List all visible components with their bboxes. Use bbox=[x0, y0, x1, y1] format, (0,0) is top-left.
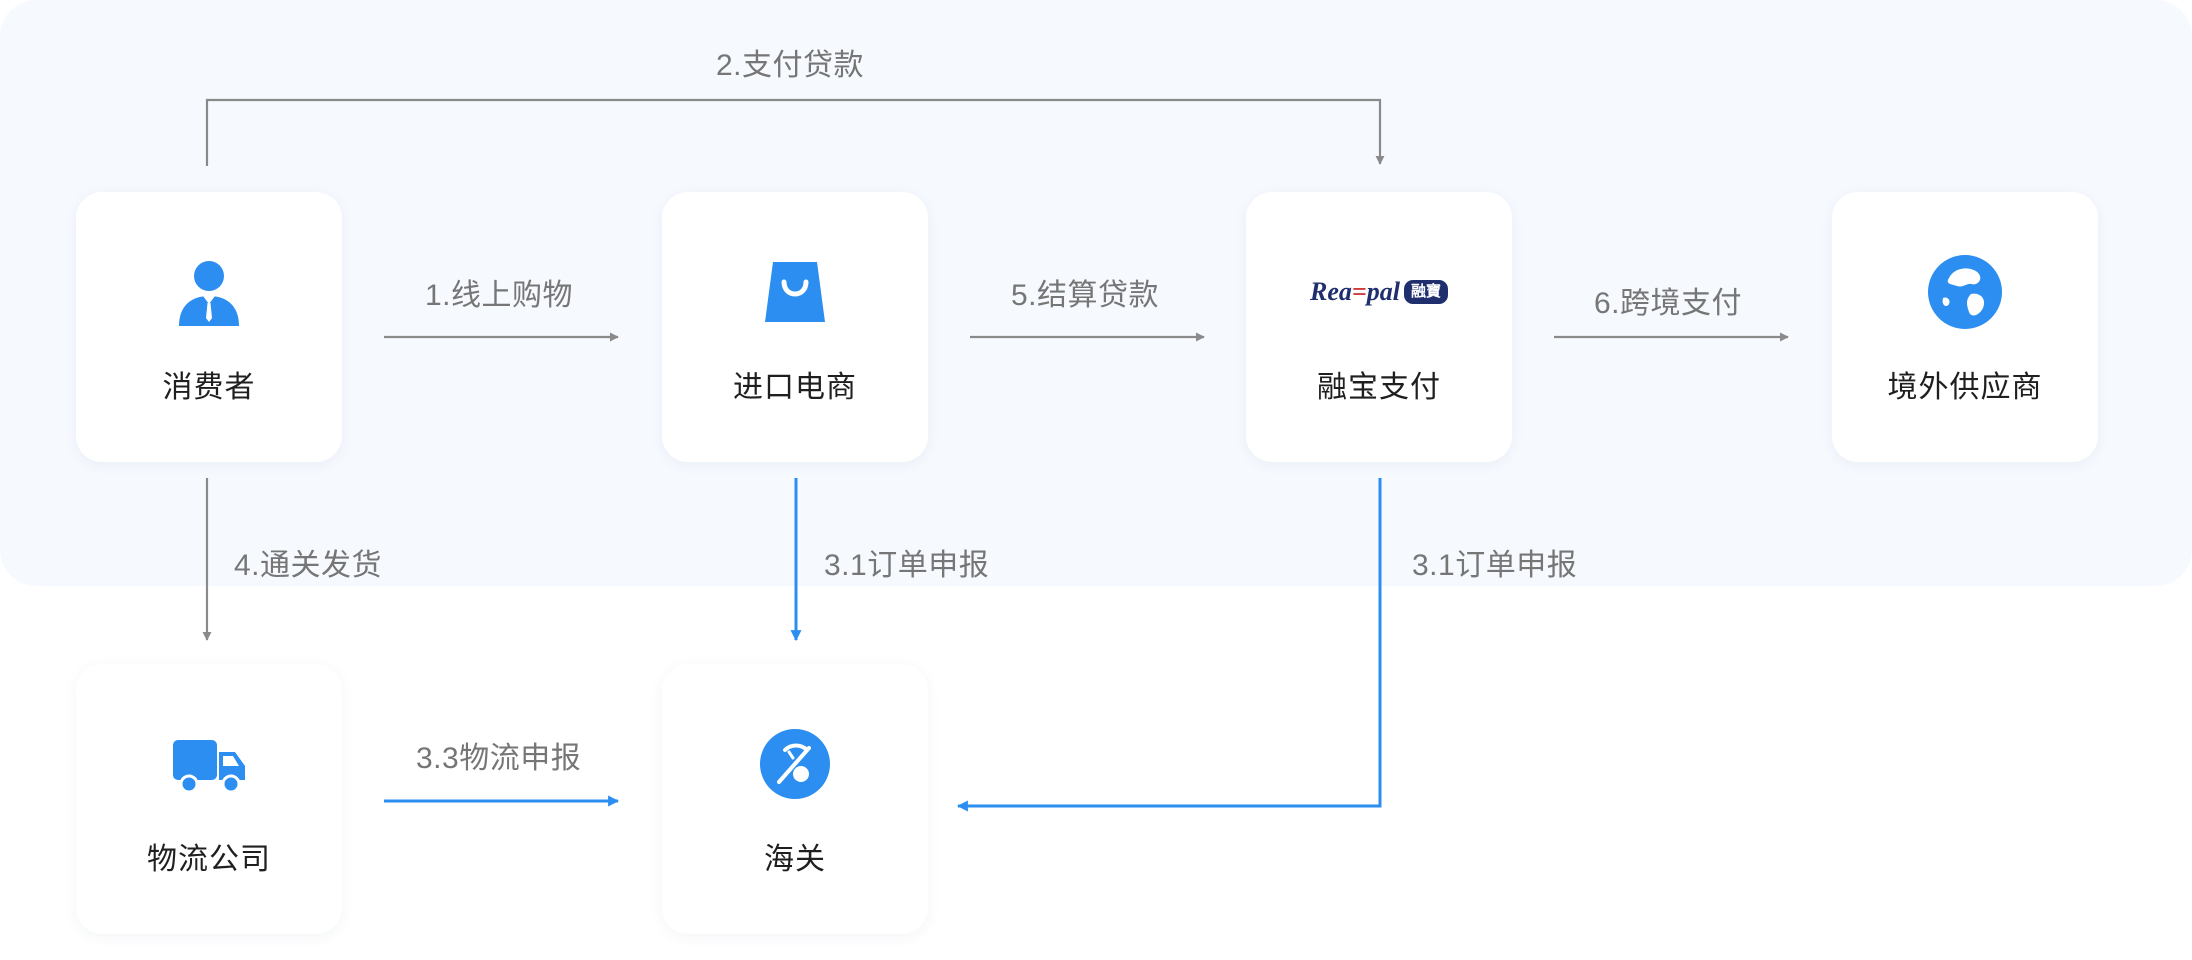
node-consumer: 消费者 bbox=[76, 192, 342, 462]
edge-pay-goods-line bbox=[205, 98, 1385, 166]
upper-flow-panel bbox=[0, 0, 2192, 586]
edge-label-order-declare-merchant: 3.1订单申报 bbox=[824, 549, 990, 582]
truck-icon bbox=[171, 726, 247, 802]
node-customs: 海关 bbox=[662, 664, 928, 934]
node-label-merchant: 进口电商 bbox=[733, 371, 857, 404]
user-icon bbox=[171, 254, 247, 330]
node-payment: Rea=pal 融寶 融宝支付 bbox=[1246, 192, 1512, 462]
node-merchant: 进口电商 bbox=[662, 192, 928, 462]
edge-label-pay-goods: 2.支付贷款 bbox=[716, 49, 865, 82]
edge-label-cross-border-pay: 6.跨境支付 bbox=[1594, 287, 1743, 320]
node-logistics: 物流公司 bbox=[76, 664, 342, 934]
reapal-logo-icon: Rea=pal 融寶 bbox=[1279, 254, 1479, 330]
edge-label-customs-ship: 4.通关发货 bbox=[234, 549, 383, 582]
edge-label-order-declare-payment: 3.1订单申报 bbox=[1412, 549, 1578, 582]
globe-icon bbox=[1927, 254, 2003, 330]
node-label-consumer: 消费者 bbox=[162, 371, 256, 404]
shopping-bag-icon bbox=[757, 254, 833, 330]
customs-emblem-icon bbox=[757, 726, 833, 802]
node-label-logistics: 物流公司 bbox=[147, 843, 271, 876]
node-label-supplier: 境外供应商 bbox=[1887, 371, 2043, 404]
reapal-logo-badge: 融寶 bbox=[1403, 280, 1448, 304]
node-label-payment: 融宝支付 bbox=[1317, 371, 1441, 404]
edge-label-settle-payment: 5.结算贷款 bbox=[1011, 279, 1160, 312]
edge-label-online-shopping: 1.线上购物 bbox=[425, 279, 574, 312]
edge-order-declare-payment-line bbox=[956, 478, 1382, 812]
reapal-logo-word: Rea=pal bbox=[1310, 277, 1400, 306]
node-label-customs: 海关 bbox=[764, 843, 826, 876]
node-supplier: 境外供应商 bbox=[1832, 192, 2098, 462]
edge-label-logistics-declare: 3.3物流申报 bbox=[416, 742, 582, 775]
